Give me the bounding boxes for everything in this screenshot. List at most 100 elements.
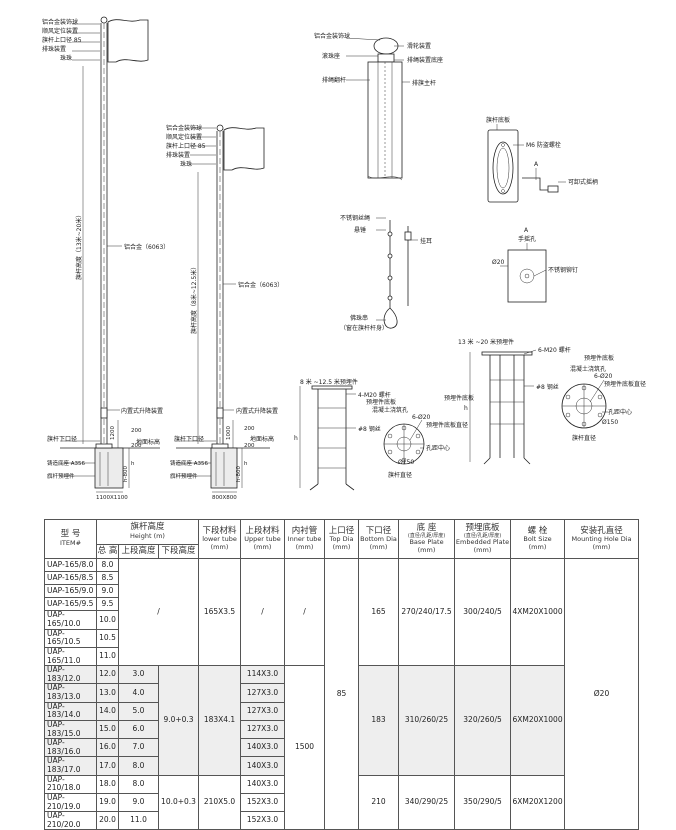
cell-total: 20.0 bbox=[96, 811, 119, 830]
rd-weight: 悬锤 bbox=[354, 226, 366, 234]
cell-total: 10.0 bbox=[96, 610, 119, 630]
cell-model: UAP-165/10.5 bbox=[44, 628, 97, 648]
pole-small-labels: 铝合金装饰球 顺风定位装置 旗杆上口径 85 排珠装置 珠珠 旗杆高度（8米~1… bbox=[166, 124, 283, 501]
ab-wire: #8 钢丝 bbox=[536, 383, 559, 391]
th-base-plate: 底 座 (直径/孔距/厚度) Base Plate (mm) bbox=[398, 519, 456, 559]
ab-title: 13 米 ~20 米预埋件 bbox=[458, 338, 514, 346]
view-a-labels: A 手摇孔 Ø20 不锈钢铆钉 bbox=[492, 227, 578, 274]
cell-inner-tube: 1500 bbox=[284, 665, 326, 830]
cell-total: 13.0 bbox=[96, 683, 119, 703]
cell-upper-tube: 140X3.0 bbox=[240, 774, 286, 794]
cell-upper-height: 6.0 bbox=[118, 719, 159, 740]
pb-150: Ø150 bbox=[602, 419, 618, 426]
th-mounting-hole: 安装孔直径 Mounting Hole Dia (mm) bbox=[564, 519, 640, 559]
cell-bottom-165: 165 bbox=[358, 557, 400, 667]
cell-model: UAP-210/19.0 bbox=[44, 792, 97, 813]
va-hole: 手摇孔 bbox=[518, 235, 536, 243]
cell-top-dia: 85 bbox=[324, 557, 360, 830]
td-pulley: 滑轮装置 bbox=[407, 42, 431, 50]
cell-model: UAP-183/12.0 bbox=[44, 665, 97, 685]
cell-lower-tube-183: 183X4.1 bbox=[198, 665, 242, 776]
label-foundation: 1100X1100 bbox=[96, 495, 128, 501]
th-lower-height: 下段高度 bbox=[157, 544, 200, 559]
table-row: UAP-165/8.5 8.5 bbox=[44, 571, 639, 586]
th-total: 总 高 bbox=[96, 544, 119, 559]
ps-150: Ø150 bbox=[398, 459, 414, 466]
label-lift-s: 内置式升降装置 bbox=[236, 407, 278, 415]
pole-large-drawing bbox=[60, 16, 160, 493]
cell-total: 10.5 bbox=[96, 628, 119, 648]
plate-small-labels: 混凝土浇筑孔 6-Ø20 预埋件底板直径 孔距中心 Ø150 旗杆直径 bbox=[372, 406, 468, 479]
td-ball: 铝合金装饰球 bbox=[314, 32, 350, 40]
label-height-s: 旗杆高度（8米~12.5米） bbox=[190, 264, 198, 334]
cell-lower-height-183: 9.0+0.3 bbox=[157, 665, 200, 776]
label-base-s: 铸造底座 A356 bbox=[170, 459, 209, 467]
td-bearing: 滚珠座 bbox=[322, 52, 340, 60]
table-row: UAP-165/9.5 9.5 bbox=[44, 597, 639, 612]
cell-lower-height-210: 10.0+0.3 bbox=[157, 774, 200, 830]
cell-total: 12.0 bbox=[96, 665, 119, 685]
label-dim200a-s: 200 bbox=[244, 426, 255, 432]
anchor-big-labels: 13 米 ~20 米预埋件 6-M20 螺杆 预埋件底板 #8 钢丝 h bbox=[444, 338, 571, 412]
cell-model: UAP-165/8.5 bbox=[44, 571, 97, 586]
ab-bolt: 6-M20 螺杆 bbox=[538, 346, 571, 354]
plate-small-drawing bbox=[383, 419, 425, 465]
th-bolt: 螺 栓 Bolt Size (mm) bbox=[510, 519, 566, 559]
rd-beads: 佛珠串 bbox=[350, 314, 368, 322]
anchor-big-drawing bbox=[469, 349, 537, 465]
cell-bolt-165: 4XM20X1000 bbox=[510, 557, 566, 667]
cell-model: UAP-210/20.0 bbox=[44, 811, 97, 830]
top-detail-labels: 铝合金装饰球 滑轮装置 滚珠座 排绳装置底座 排绳翻杆 排旗主杆 bbox=[314, 32, 443, 87]
as-title: 8 米 ~12.5 米预埋件 bbox=[300, 378, 358, 386]
cell-model: UAP-165/9.0 bbox=[44, 584, 97, 599]
cell-upper-height: 8.0 bbox=[118, 756, 159, 776]
td-main: 排旗主杆 bbox=[412, 79, 436, 87]
table-row: UAP-165/11.0 11.0 bbox=[44, 646, 639, 667]
label-height: 旗杆高度（13米~20米） bbox=[75, 212, 83, 280]
cell-total: 8.0 bbox=[96, 557, 119, 573]
cell-model: UAP-165/9.5 bbox=[44, 597, 97, 612]
label-bead-device: 排珠装置 bbox=[42, 45, 66, 53]
cell-bolt-210: 6XM20X1200 bbox=[510, 774, 566, 830]
cell-upper-tube: 127X3.0 bbox=[240, 719, 286, 740]
ab-h: h bbox=[464, 405, 468, 412]
cell-upper-tube: 127X3.0 bbox=[240, 683, 286, 703]
ps-pour: 混凝土浇筑孔 bbox=[372, 406, 408, 414]
table-row: UAP-183/15.0 15.0 6.0 127X3.0 bbox=[44, 719, 639, 740]
cell-emb-183: 320/260/5 bbox=[454, 665, 512, 776]
td-base: 排绳装置底座 bbox=[407, 56, 443, 64]
rd-rope: 不锈钢丝绳 bbox=[340, 214, 370, 222]
pb-plate: 预埋件底板 bbox=[584, 354, 614, 362]
table-row: UAP-165/10.0 10.0 bbox=[44, 610, 639, 630]
th-model: 型 号 ITEM# bbox=[44, 519, 97, 559]
th-lower-tube: 下段材料 lower tube (mm) bbox=[198, 519, 242, 559]
label-dim200b-s: 200 bbox=[244, 443, 255, 449]
label-dim-h800-s: h-800 bbox=[236, 466, 242, 482]
cell-upper-tube: 127X3.0 bbox=[240, 701, 286, 721]
as-bolt: 4-M20 螺杆 bbox=[358, 391, 391, 399]
cell-upper-height: 11.0 bbox=[118, 811, 159, 830]
cell-base-183: 310/260/25 bbox=[398, 665, 456, 776]
rd-lug: 挂耳 bbox=[420, 237, 432, 245]
label-material-s: 铝合金（6063） bbox=[238, 281, 283, 289]
pole-small-drawing bbox=[176, 124, 270, 493]
label-dim-h-s: h bbox=[244, 461, 248, 467]
va-a: A bbox=[524, 227, 529, 234]
cell-emb-165: 300/240/5 bbox=[454, 557, 512, 667]
label-wind-s: 顺风定位装置 bbox=[166, 133, 202, 141]
label-ball: 铝合金装饰球 bbox=[42, 18, 78, 26]
crank-detail-drawing bbox=[487, 124, 566, 203]
ps-dia: 预埋件底板直径 bbox=[426, 421, 468, 429]
label-bead-device-s: 排珠装置 bbox=[166, 151, 190, 159]
cell-total: 11.0 bbox=[96, 646, 119, 667]
cell-model: UAP-165/11.0 bbox=[44, 646, 97, 667]
cell-bottom-183: 183 bbox=[358, 665, 400, 776]
label-ball-s: 铝合金装饰球 bbox=[166, 124, 202, 132]
label-dim1000-s: 1000 bbox=[226, 426, 232, 440]
cell-inner-165: / bbox=[284, 557, 326, 667]
cell-upper-tube: 140X3.0 bbox=[240, 756, 286, 776]
label-top-dia-s: 旗杆上口径 85 bbox=[166, 142, 206, 150]
as-wire: #8 钢丝 bbox=[358, 425, 381, 433]
cell-upper-tube: 152X3.0 bbox=[240, 792, 286, 813]
cell-model: UAP-165/10.0 bbox=[44, 610, 97, 630]
